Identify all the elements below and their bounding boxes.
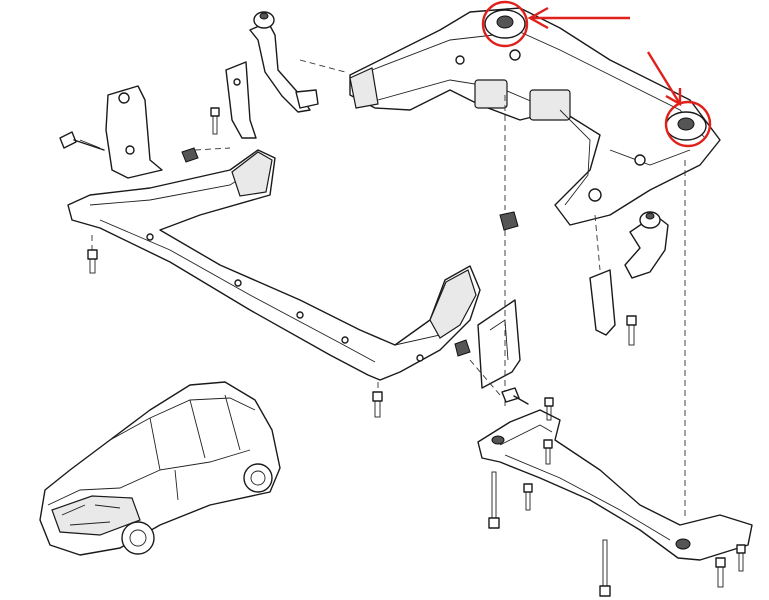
bolt-icon: [626, 315, 637, 346]
bolt-icon: [523, 483, 533, 511]
bolt-icon: [372, 391, 383, 418]
subframe-mount-front: [484, 9, 526, 39]
nut-icon: [181, 147, 199, 163]
bolt-icon: [501, 387, 529, 405]
rear-subframe: [349, 7, 721, 226]
highlight-circle-rear-mount: [664, 100, 712, 148]
bolt-icon: [543, 439, 553, 465]
lower-crossmember: [477, 409, 753, 561]
red-arrow-front: [527, 6, 630, 30]
subframe-mount-rear: [665, 111, 707, 141]
side-bracket-left: [105, 85, 163, 179]
nut-icon: [499, 211, 519, 231]
bolt-icon: [599, 539, 611, 597]
bolt-icon: [210, 107, 220, 135]
vehicle-thumbnail: [39, 381, 281, 556]
bolt-icon: [87, 249, 98, 274]
nut-icon: [454, 339, 471, 357]
side-bracket-center: [477, 299, 521, 389]
bolt-icon: [736, 544, 746, 572]
red-arrow-rear: [646, 51, 682, 107]
bolt-icon: [59, 131, 105, 151]
highlight-circle-front-mount: [481, 0, 529, 48]
bolt-icon: [488, 471, 500, 529]
rear-mount-bracket-right: [589, 211, 669, 336]
bolt-icon: [544, 397, 554, 421]
rear-mount-bracket-left: [225, 11, 319, 139]
fasteners: [59, 107, 746, 597]
bolt-icon: [715, 557, 726, 588]
red-annotations: [481, 0, 712, 148]
alignment-lines: [91, 59, 686, 520]
front-crossmember: [67, 149, 481, 381]
